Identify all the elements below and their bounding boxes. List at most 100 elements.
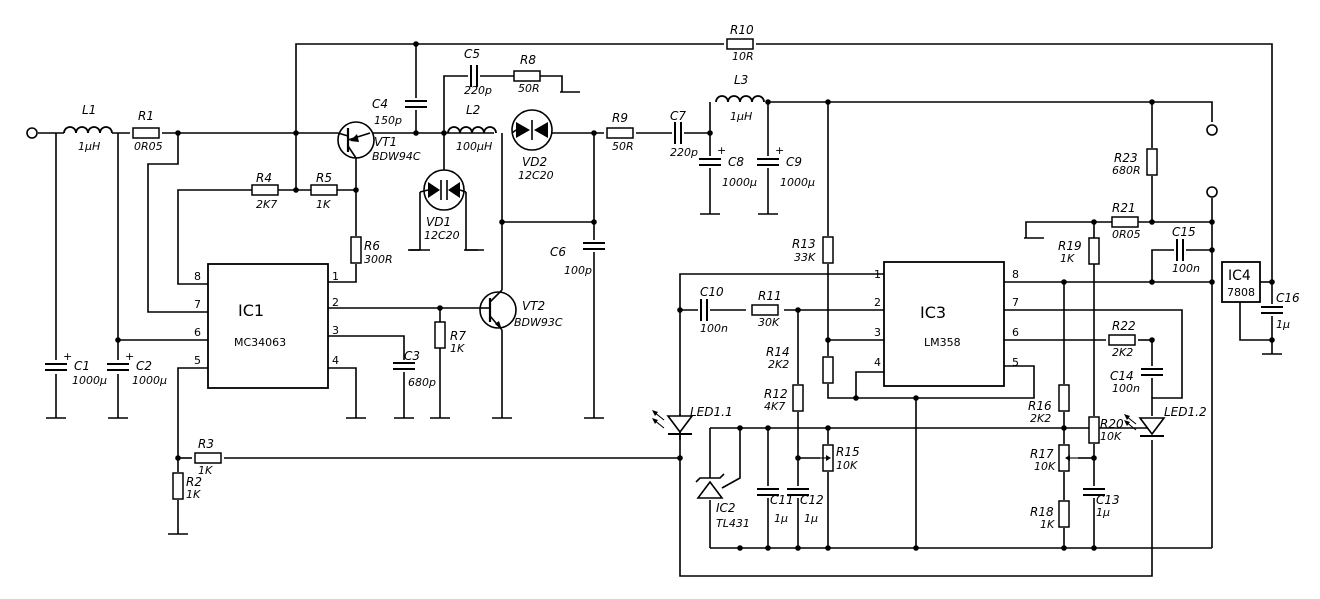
svg-text:300R: 300R	[364, 253, 393, 266]
svg-text:4: 4	[874, 356, 881, 369]
svg-text:R7: R7	[450, 329, 466, 343]
svg-text:R2: R2	[186, 475, 202, 489]
svg-text:L2: L2	[466, 103, 480, 117]
svg-text:1K: 1K	[1040, 518, 1055, 531]
svg-text:220p: 220p	[464, 84, 492, 97]
svg-text:R4: R4	[256, 171, 272, 185]
transistor-vt2: VT2 BDW93C	[479, 289, 563, 331]
svg-text:2K2: 2K2	[1030, 412, 1051, 425]
svg-text:R11: R11	[758, 289, 782, 303]
svg-text:R12: R12	[764, 387, 788, 401]
svg-text:680R: 680R	[1112, 164, 1141, 177]
svg-text:100n: 100n	[1112, 382, 1140, 395]
svg-text:1K: 1K	[198, 464, 213, 477]
svg-text:IC1: IC1	[238, 301, 264, 320]
svg-text:10R: 10R	[732, 50, 754, 63]
svg-text:C5: C5	[464, 47, 480, 61]
svg-text:R6: R6	[364, 239, 380, 253]
svg-text:C6: C6	[550, 245, 566, 259]
svg-text:R20: R20	[1100, 417, 1124, 431]
svg-text:C14: C14	[1110, 369, 1134, 383]
svg-text:IC2: IC2	[716, 501, 736, 515]
svg-text:C8: C8	[728, 155, 744, 169]
svg-text:33K: 33K	[794, 251, 816, 264]
svg-text:R14: R14	[766, 345, 790, 359]
capacitor-c5: C5 220p	[464, 47, 492, 97]
svg-text:R1: R1	[138, 109, 154, 123]
svg-text:1µ: 1µ	[1276, 318, 1290, 331]
svg-text:10K: 10K	[836, 459, 858, 472]
svg-text:C2: C2	[136, 359, 152, 373]
svg-text:1000µ: 1000µ	[780, 176, 815, 189]
wiring	[38, 43, 1273, 577]
svg-text:IC3: IC3	[920, 303, 946, 322]
svg-text:7: 7	[1012, 296, 1019, 309]
svg-text:8: 8	[1012, 268, 1019, 281]
svg-text:680p: 680p	[408, 376, 436, 389]
svg-text:C11: C11	[770, 493, 794, 507]
svg-text:R16: R16	[1028, 399, 1052, 413]
svg-text:7: 7	[194, 298, 201, 311]
svg-text:R17: R17	[1030, 447, 1054, 461]
svg-text:R19: R19	[1058, 239, 1082, 253]
output-terminal-bottom	[1206, 186, 1218, 198]
diode-vd2: VD2 12C20	[511, 109, 554, 182]
svg-text:10K: 10K	[1034, 460, 1056, 473]
svg-text:R3: R3	[198, 437, 214, 451]
svg-text:LED1.2: LED1.2	[1164, 405, 1207, 419]
svg-text:1000µ: 1000µ	[132, 374, 167, 387]
svg-text:100µH: 100µH	[456, 140, 492, 153]
svg-text:5: 5	[194, 354, 201, 367]
ic4-7808-regulator: IC4 7808	[1221, 261, 1261, 303]
svg-text:10K: 10K	[1100, 430, 1122, 443]
svg-text:R10: R10	[730, 23, 754, 37]
ic2-shunt-regulator: IC2 TL431	[695, 473, 750, 530]
svg-text:50R: 50R	[612, 140, 634, 153]
svg-text:VD1: VD1	[426, 215, 451, 229]
resistor-r9: R9 50R	[606, 111, 634, 153]
svg-text:R9: R9	[612, 111, 628, 125]
output-terminal-top	[1206, 124, 1218, 136]
svg-text:C4: C4	[372, 97, 388, 111]
inductor-l2: L2 100µH	[447, 103, 497, 153]
svg-text:220p: 220p	[670, 146, 698, 159]
svg-text:5: 5	[1012, 356, 1019, 369]
svg-text:2K7: 2K7	[256, 198, 277, 211]
svg-text:100n: 100n	[1172, 262, 1200, 275]
svg-text:R15: R15	[836, 445, 860, 459]
svg-text:0R05: 0R05	[1112, 228, 1141, 241]
svg-text:1K: 1K	[186, 488, 201, 501]
svg-text:8: 8	[194, 270, 201, 283]
svg-text:1000µ: 1000µ	[72, 374, 107, 387]
resistor-r3: R3 1K	[194, 437, 222, 477]
svg-text:R22: R22	[1112, 319, 1136, 333]
svg-text:R23: R23	[1114, 151, 1138, 165]
svg-text:12C20: 12C20	[424, 229, 460, 242]
svg-text:12C20: 12C20	[518, 169, 554, 182]
svg-text:+: +	[717, 144, 726, 157]
svg-text:30K: 30K	[758, 316, 780, 329]
svg-text:C16: C16	[1276, 291, 1300, 305]
transistor-vt1: VT1 BDW94C	[337, 121, 421, 163]
svg-text:1µ: 1µ	[1096, 506, 1110, 519]
